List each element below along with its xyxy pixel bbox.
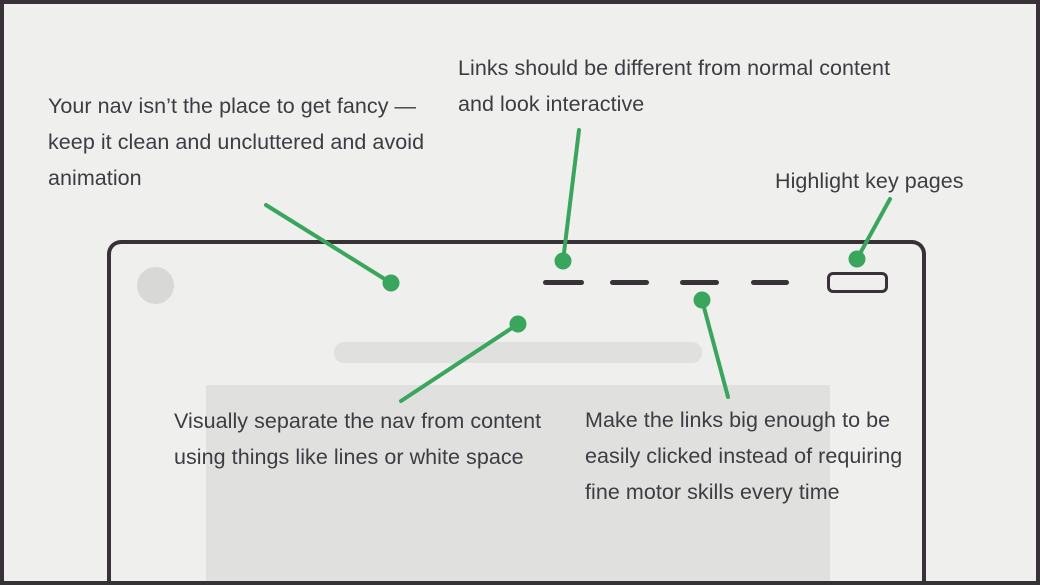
page-content-placeholder xyxy=(206,385,830,581)
nav-link-3[interactable] xyxy=(680,280,719,285)
nav-link-1[interactable] xyxy=(543,280,584,285)
nav-cta-button[interactable] xyxy=(827,272,888,293)
annotation-highlight-key-pages: Highlight key pages xyxy=(775,169,964,193)
annotation-separate-nav: Visually separate the nav from content u… xyxy=(174,409,542,469)
annotation-big-tap-targets: Make the links big enough to be easily c… xyxy=(585,408,903,504)
nav-link-2[interactable] xyxy=(610,280,649,285)
site-logo-placeholder-icon xyxy=(137,267,174,304)
nav-link-4[interactable] xyxy=(751,280,789,285)
annotation-nav-simplicity: Your nav isn’t the place to get fancy — … xyxy=(48,94,425,190)
search-bar-placeholder[interactable] xyxy=(334,342,702,363)
annotation-links-distinct: Links should be different from normal co… xyxy=(458,56,891,116)
